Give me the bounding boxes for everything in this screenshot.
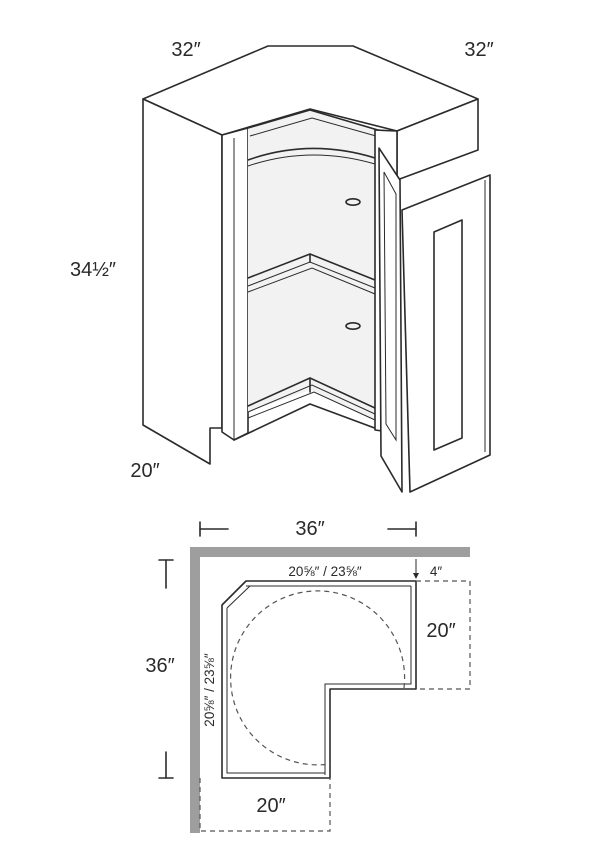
plan-dim-height: 36″ — [145, 655, 174, 677]
side-wall — [190, 547, 200, 833]
plan-view — [158, 521, 471, 833]
turntable-swing-path — [230, 590, 406, 766]
plan-dim-opening-side: 20⅝″ / 23⅝″ — [202, 653, 217, 727]
dim-top-right: 32″ — [464, 39, 493, 61]
dim-top-left: 32″ — [171, 39, 200, 61]
cabinet-plan-outline — [221, 580, 417, 779]
plan-dim-right-depth: 20″ — [426, 620, 455, 642]
left-face-frame — [221, 127, 249, 441]
dim-depth: 20″ — [130, 460, 159, 482]
plan-dim-offset: 4″ — [430, 564, 443, 579]
plan-dim-opening-top: 20⅝″ / 23⅝″ — [288, 564, 362, 579]
dim-height: 34½″ — [70, 259, 116, 281]
door-inner-panel — [378, 147, 403, 493]
pole-hole-lower — [345, 321, 361, 330]
plan-dim-bottom-depth: 20″ — [256, 795, 285, 817]
back-wall — [190, 547, 470, 557]
pole-hole-upper — [345, 198, 361, 207]
cabinet-left-side — [142, 98, 223, 465]
upper-turntable — [247, 147, 376, 161]
door-raised-panel — [433, 219, 463, 451]
cabinet-elevation — [142, 45, 491, 493]
plan-dim-width: 36″ — [295, 518, 324, 540]
